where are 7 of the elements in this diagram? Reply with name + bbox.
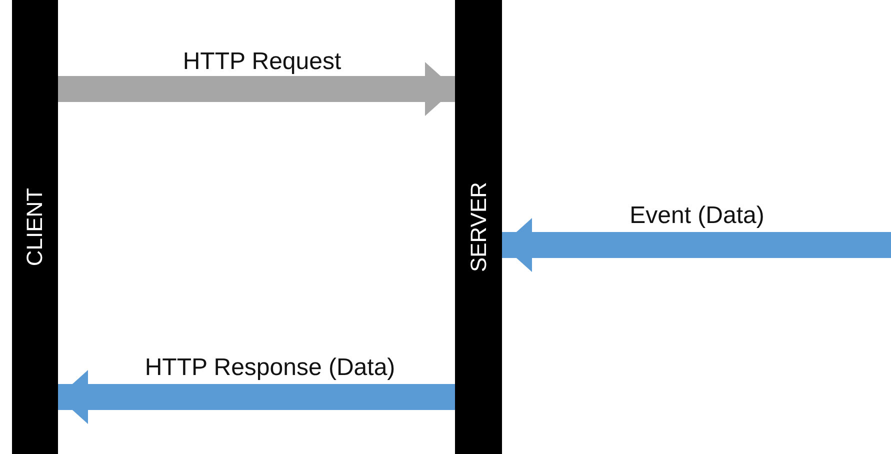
block-arrow xyxy=(502,218,891,272)
block-arrow xyxy=(58,62,455,116)
server-lifeline-bar xyxy=(455,0,502,454)
lifeline-label: CLIENT xyxy=(22,188,48,266)
lifeline-label: SERVER xyxy=(466,182,492,272)
client-lifeline-bar xyxy=(12,0,58,454)
block-arrow xyxy=(58,370,455,424)
